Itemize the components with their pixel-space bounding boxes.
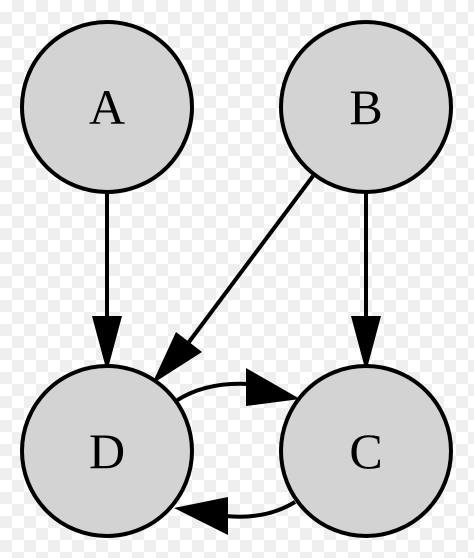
edge-b-to-d [184,174,315,348]
node-a-circle [20,20,194,194]
arrowhead-c-to-d [174,497,228,535]
arrowhead-a-to-d [92,316,122,372]
edge-d-to-c [174,381,249,403]
node-b-circle [279,20,453,194]
node-b: B [279,20,453,194]
node-c: C [279,364,453,538]
node-b-label: B [349,79,382,135]
node-d-circle [20,364,194,538]
node-c-label: C [349,423,382,479]
arrowhead-b-to-d [152,332,202,384]
edges [92,174,381,535]
arrowhead-b-to-c [351,316,381,372]
node-c-circle [279,364,453,538]
node-a: A [20,20,194,194]
edge-c-to-d [224,500,297,519]
arrowhead-d-to-c [246,368,300,406]
node-a-label: A [89,79,125,135]
node-d-label: D [89,423,125,479]
node-d: D [20,364,194,538]
